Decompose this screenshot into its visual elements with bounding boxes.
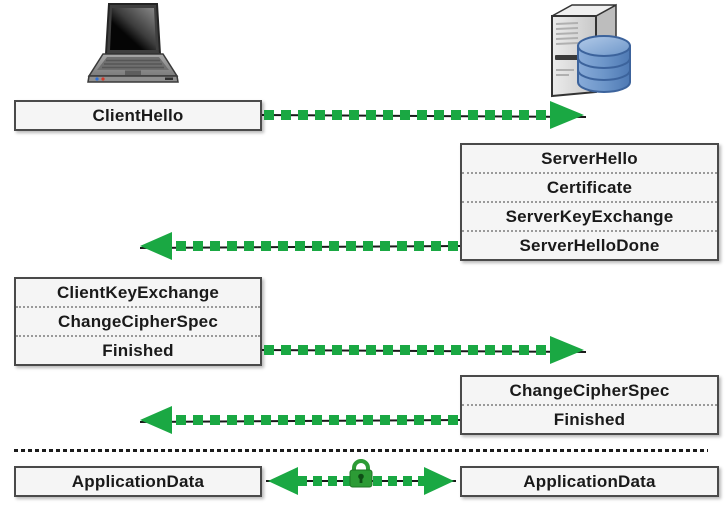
client-finish-box: ClientKeyExchange ChangeCipherSpec Finis… [14, 277, 262, 366]
server-response-box: ServerHello Certificate ServerKeyExchang… [460, 143, 719, 261]
arrowhead-left [140, 406, 172, 434]
arrow-client-to-server-2 [262, 336, 587, 364]
arrowhead-left [140, 232, 172, 260]
arrowhead-right [424, 467, 454, 495]
message-label: ApplicationData [523, 472, 656, 491]
phase-divider [14, 449, 708, 452]
lock-icon [349, 459, 373, 488]
message-label: ChangeCipherSpec [16, 306, 260, 335]
message-label: ServerKeyExchange [462, 201, 717, 230]
server-database-icon [551, 3, 631, 98]
message-label: ApplicationData [71, 472, 205, 491]
message-label: ClientKeyExchange [56, 283, 220, 302]
arrow-server-to-client-2 [139, 406, 460, 434]
message-label: Finished [462, 404, 717, 433]
arrow-server-to-client [139, 232, 460, 260]
message-label: ChangeCipherSpec [509, 381, 670, 400]
arrowhead-right [550, 336, 584, 364]
client-hello-box: ClientHello [14, 100, 262, 131]
arrow-bidirectional-encrypted [266, 459, 456, 495]
application-data-server-box: ApplicationData [460, 466, 719, 497]
arrow-client-to-server [262, 101, 587, 129]
message-label: ClientHello [92, 106, 184, 125]
server-finish-box: ChangeCipherSpec Finished [460, 375, 719, 435]
arrowhead-right [550, 101, 584, 129]
message-label: Certificate [462, 172, 717, 201]
message-label: ServerHelloDone [462, 230, 717, 259]
application-data-client-box: ApplicationData [14, 466, 262, 497]
message-label: Finished [16, 335, 260, 364]
message-label: ServerHello [541, 149, 638, 168]
arrowhead-left [268, 467, 298, 495]
laptop-icon [87, 3, 179, 83]
